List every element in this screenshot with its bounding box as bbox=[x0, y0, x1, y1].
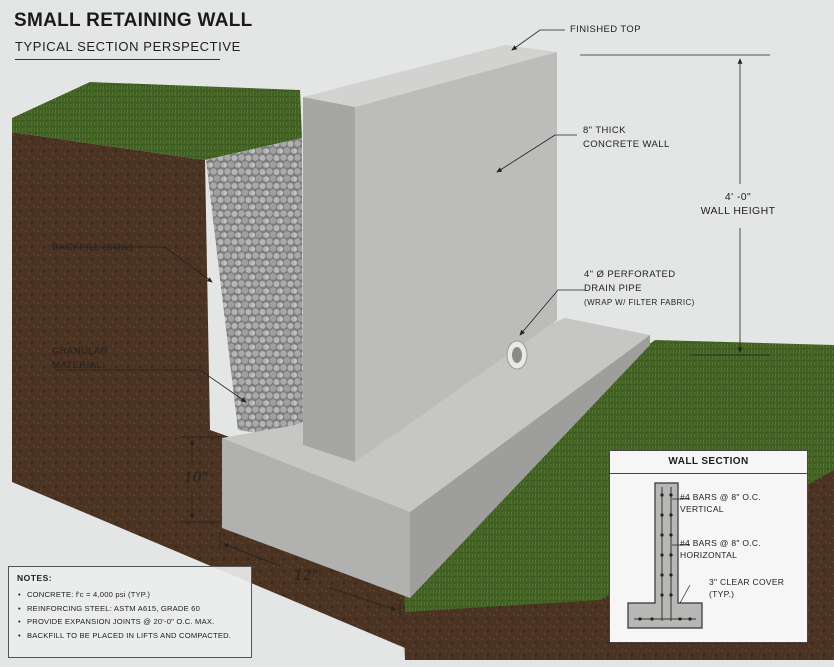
notes-list: CONCRETE: f'c = 4,000 psi (TYP.) REINFOR… bbox=[17, 588, 243, 642]
wall-section-heading: WALL SECTION bbox=[610, 451, 807, 474]
label-backfill: BACKFILL (SOIL) bbox=[52, 242, 134, 253]
label-drain-line2: DRAIN PIPE bbox=[584, 283, 642, 294]
label-wall-thickness: 8" THICK CONCRETE WALL bbox=[583, 124, 670, 152]
label-wall-height-value: 4' -0" bbox=[724, 191, 752, 203]
label-finished-top: FINISHED TOP bbox=[570, 24, 641, 35]
label-granular-line1: GRANULAR bbox=[52, 346, 108, 357]
section-vertical-bars-label: #4 BARS @ 8" O.C. VERTICAL bbox=[680, 491, 761, 515]
dimension-footing-height: 10" bbox=[184, 470, 209, 486]
section-outline bbox=[627, 482, 703, 629]
page-subtitle: TYPICAL SECTION PERSPECTIVE bbox=[15, 39, 241, 54]
wall-face bbox=[355, 52, 557, 462]
label-wall-thickness-line2: CONCRETE WALL bbox=[583, 139, 670, 150]
section-clear-cover-label: 3" CLEAR COVER (TYP.) bbox=[709, 576, 784, 600]
clear-cover-line2: (TYP.) bbox=[709, 589, 735, 599]
label-wall-height-caption: WALL HEIGHT bbox=[700, 205, 776, 217]
label-granular: GRANULAR MATERIAL bbox=[52, 345, 108, 373]
note-item: REINFORCING STEEL: ASTM A615, GRADE 60 bbox=[18, 602, 243, 616]
label-wall-height: 4' -0" WALL HEIGHT bbox=[693, 190, 783, 218]
wall-top bbox=[303, 45, 557, 107]
dimension-footing-width: 12" bbox=[294, 568, 319, 584]
clear-cover-line1: 3" CLEAR COVER bbox=[709, 577, 785, 587]
label-drain-line1: 4" Ø PERFORATED bbox=[584, 269, 676, 280]
label-wall-thickness-line1: 8" THICK bbox=[583, 125, 626, 136]
horizontal-bars-line2: HORIZONTAL bbox=[680, 550, 738, 560]
note-item: BACKFILL TO BE PLACED IN LIFTS AND COMPA… bbox=[18, 629, 243, 643]
title-underline bbox=[15, 59, 220, 60]
gravel-backfill bbox=[206, 138, 303, 440]
note-item: CONCRETE: f'c = 4,000 psi (TYP.) bbox=[18, 588, 243, 602]
page-title: SMALL RETAINING WALL bbox=[14, 10, 253, 31]
wall-section-drawing bbox=[627, 482, 703, 629]
vertical-bars-line1: #4 BARS @ 8" O.C. bbox=[680, 492, 761, 502]
vertical-bars-line2: VERTICAL bbox=[680, 504, 724, 514]
note-item: PROVIDE EXPANSION JOINTS @ 20'-0" O.C. M… bbox=[18, 615, 243, 629]
notes-box: NOTES: CONCRETE: f'c = 4,000 psi (TYP.) … bbox=[8, 566, 252, 658]
wall-section-panel: WALL SECTION #4 BARS @ 8" O.C. VERTICAL … bbox=[609, 450, 808, 643]
horizontal-bars-line1: #4 BARS @ 8" O.C. bbox=[680, 538, 761, 548]
label-drain-pipe: 4" Ø PERFORATED DRAIN PIPE (WRAP W/ FILT… bbox=[584, 268, 695, 310]
label-granular-line2: MATERIAL bbox=[52, 360, 103, 371]
wall-side bbox=[303, 97, 355, 462]
left-grass bbox=[12, 82, 302, 160]
notes-heading: NOTES: bbox=[17, 573, 53, 583]
label-drain-line3: (WRAP W/ FILTER FABRIC) bbox=[584, 298, 695, 307]
footing-front bbox=[222, 438, 410, 598]
footing-top bbox=[222, 318, 650, 512]
section-horizontal-bars-label: #4 BARS @ 8" O.C. HORIZONTAL bbox=[680, 537, 761, 561]
footing-side bbox=[410, 335, 650, 598]
